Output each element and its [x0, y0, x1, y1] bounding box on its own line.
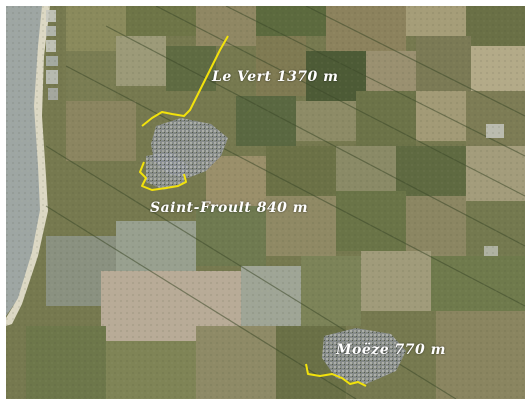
- satellite-map: Le Vert 1370 m Saint-Froult 840 m Moëze …: [6, 6, 525, 399]
- moeze-route: [305, 363, 367, 387]
- le-vert-route: [141, 35, 229, 127]
- label-le-vert: Le Vert 1370 m: [212, 69, 339, 85]
- route-lines: [139, 35, 367, 387]
- saint-froult-route: [139, 161, 187, 191]
- map-terrain: [6, 6, 525, 399]
- label-saint-froult: Saint-Froult 840 m: [150, 200, 309, 216]
- label-moeze: Moëze 770 m: [336, 342, 446, 358]
